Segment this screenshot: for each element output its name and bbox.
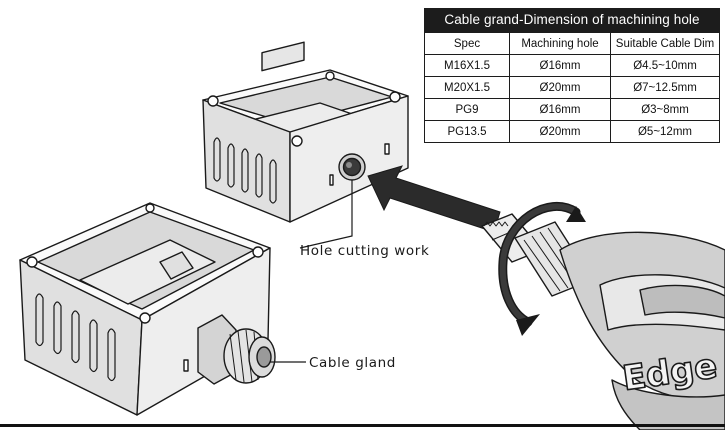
header-spec: Spec [424,32,510,55]
table-row: M16X1.5 Ø16mm Ø4.5~10mm [424,54,720,77]
enclosure-with-hole [202,41,409,223]
cell-cable-dim: Ø5~12mm [610,120,720,143]
cell-machining-hole: Ø20mm [509,120,611,143]
hole-cutting-label: Hole cutting work [300,243,430,259]
enclosure-with-gland [19,202,276,416]
cable-gland-label: Cable gland [309,355,396,371]
cell-spec: M20X1.5 [424,76,510,99]
table-title: Cable grand-Dimension of machining hole [424,8,720,32]
bottom-divider [0,424,725,427]
table-row: M20X1.5 Ø20mm Ø7~12.5mm [424,76,720,99]
leader-lines [270,180,353,363]
machining-hole-table: Cable grand-Dimension of machining hole … [424,8,720,143]
table-row: PG13.5 Ø20mm Ø5~12mm [424,120,720,143]
table-header-row: Spec Machining hole Suitable Cable Dim [424,32,720,55]
direction-arrow [367,165,501,233]
cell-machining-hole: Ø16mm [509,54,611,77]
cell-spec: M16X1.5 [424,54,510,77]
rotation-arrow [498,202,586,336]
cell-machining-hole: Ø20mm [509,76,611,99]
table-row: PG9 Ø16mm Ø3~8mm [424,98,720,121]
cell-machining-hole: Ø16mm [509,98,611,121]
cell-spec: PG13.5 [424,120,510,143]
power-drill: Edge [481,213,725,430]
header-suitable-cable-dim: Suitable Cable Dim [610,32,720,55]
cell-cable-dim: Ø3~8mm [610,98,720,121]
cell-cable-dim: Ø7~12.5mm [610,76,720,99]
header-machining-hole: Machining hole [509,32,611,55]
cell-spec: PG9 [424,98,510,121]
cell-cable-dim: Ø4.5~10mm [610,54,720,77]
cable-gland-fitting [197,314,276,385]
